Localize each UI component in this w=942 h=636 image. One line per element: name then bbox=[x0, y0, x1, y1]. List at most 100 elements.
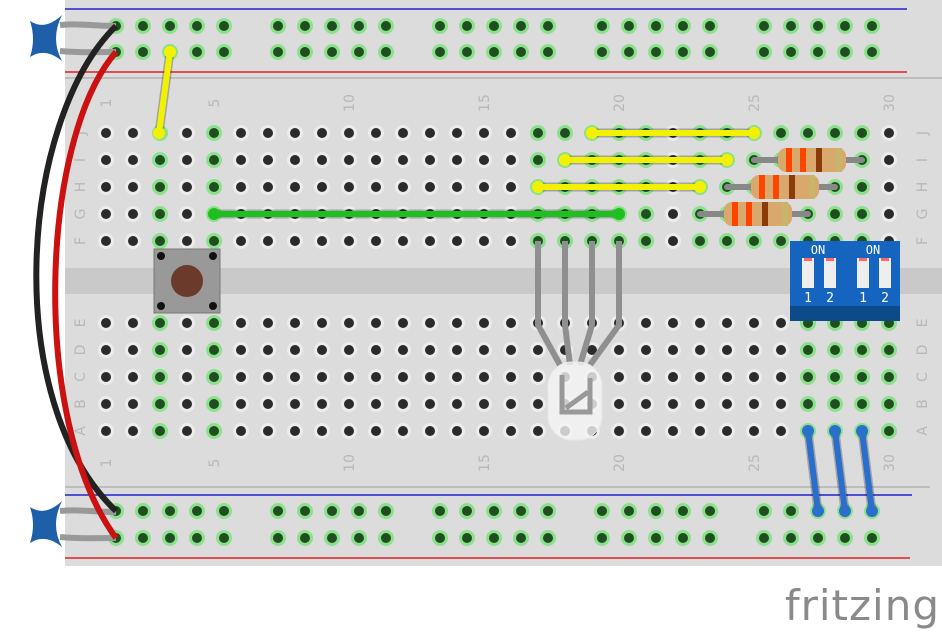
breadboard-hole bbox=[344, 372, 354, 382]
breadboard-hole bbox=[317, 128, 327, 138]
breadboard-hole bbox=[695, 345, 705, 355]
breadboard-hole bbox=[354, 47, 364, 57]
breadboard-hole bbox=[300, 47, 310, 57]
breadboard-hole bbox=[624, 533, 634, 543]
breadboard-hole bbox=[236, 182, 246, 192]
breadboard-hole bbox=[857, 182, 867, 192]
wire-end bbox=[694, 181, 706, 193]
breadboard-hole bbox=[749, 345, 759, 355]
breadboard-hole bbox=[668, 236, 678, 246]
breadboard-hole bbox=[101, 155, 111, 165]
breadboard-hole bbox=[830, 345, 840, 355]
breadboard-hole bbox=[182, 372, 192, 382]
breadboard-hole bbox=[398, 128, 408, 138]
breadboard-hole bbox=[560, 128, 570, 138]
breadboard-hole bbox=[884, 182, 894, 192]
breadboard-hole bbox=[668, 209, 678, 219]
breadboard-hole bbox=[138, 47, 148, 57]
breadboard-hole bbox=[435, 533, 445, 543]
breadboard-hole bbox=[749, 236, 759, 246]
breadboard-hole bbox=[641, 372, 651, 382]
resistor-band bbox=[746, 202, 752, 226]
blue-wire bbox=[859, 428, 875, 514]
breadboard-hole bbox=[209, 236, 219, 246]
breadboard-hole bbox=[236, 155, 246, 165]
resistor-band bbox=[809, 175, 815, 199]
breadboard-hole bbox=[614, 426, 624, 436]
breadboard-hole bbox=[506, 155, 516, 165]
column-number-label: 20 bbox=[612, 94, 628, 112]
breadboard-hole bbox=[236, 426, 246, 436]
wire-end bbox=[559, 154, 571, 166]
breadboard-hole bbox=[506, 236, 516, 246]
breadboard-hole bbox=[155, 345, 165, 355]
breadboard-hole bbox=[317, 155, 327, 165]
breadboard-hole bbox=[101, 426, 111, 436]
breadboard-hole bbox=[857, 209, 867, 219]
row-letter-label: E bbox=[73, 319, 89, 328]
column-number-label: 10 bbox=[342, 454, 358, 472]
pushbutton-cap bbox=[171, 265, 203, 297]
breadboard-hole bbox=[165, 533, 175, 543]
row-letter-label: B bbox=[73, 399, 89, 409]
breadboard-hole bbox=[425, 128, 435, 138]
breadboard-hole bbox=[830, 372, 840, 382]
breadboard-hole bbox=[543, 533, 553, 543]
wire-end bbox=[866, 505, 878, 517]
breadboard-hole bbox=[128, 399, 138, 409]
breadboard-hole bbox=[263, 155, 273, 165]
column-number-label: 20 bbox=[612, 454, 628, 472]
breadboard-hole bbox=[425, 182, 435, 192]
breadboard-hole bbox=[128, 182, 138, 192]
breadboard-hole bbox=[371, 155, 381, 165]
breadboard-hole bbox=[155, 426, 165, 436]
row-letter-label: F bbox=[915, 237, 931, 245]
breadboard-hole bbox=[479, 372, 489, 382]
breadboard-hole bbox=[327, 533, 337, 543]
resistor-band bbox=[816, 148, 822, 172]
breadboard-hole bbox=[398, 399, 408, 409]
breadboard-hole bbox=[695, 399, 705, 409]
breadboard-hole bbox=[857, 372, 867, 382]
breadboard-hole bbox=[506, 318, 516, 328]
dip-toggle bbox=[802, 258, 814, 288]
resistor-band bbox=[773, 175, 779, 199]
breadboard-hole bbox=[273, 533, 283, 543]
breadboard-hole bbox=[138, 506, 148, 516]
breadboard-hole bbox=[371, 236, 381, 246]
breadboard-hole bbox=[101, 372, 111, 382]
breadboard-hole bbox=[668, 399, 678, 409]
wire-end bbox=[802, 425, 814, 437]
breadboard-hole bbox=[101, 236, 111, 246]
breadboard-hole bbox=[128, 372, 138, 382]
breadboard-hole bbox=[128, 345, 138, 355]
dip-switch-number: 1 bbox=[859, 291, 867, 306]
row-letter-label: C bbox=[915, 372, 931, 382]
breadboard-hole bbox=[543, 47, 553, 57]
column-number-label: 25 bbox=[747, 94, 763, 112]
pushbutton-pin bbox=[209, 302, 217, 310]
breadboard-hole bbox=[101, 128, 111, 138]
row-letter-label: J bbox=[915, 131, 931, 136]
breadboard-hole bbox=[128, 236, 138, 246]
breadboard-hole bbox=[462, 533, 472, 543]
breadboard-hole bbox=[776, 345, 786, 355]
breadboard-hole bbox=[749, 372, 759, 382]
breadboard-hole bbox=[192, 506, 202, 516]
breadboard-hole bbox=[651, 533, 661, 543]
breadboard-hole bbox=[813, 47, 823, 57]
breadboard-hole bbox=[749, 318, 759, 328]
breadboard-hole bbox=[155, 155, 165, 165]
breadboard-hole bbox=[722, 345, 732, 355]
breadboard-hole bbox=[155, 236, 165, 246]
breadboard-hole bbox=[597, 47, 607, 57]
breadboard-hole bbox=[381, 47, 391, 57]
breadboard-hole bbox=[452, 182, 462, 192]
breadboard-hole bbox=[381, 506, 391, 516]
breadboard-hole bbox=[155, 372, 165, 382]
breadboard-hole bbox=[344, 236, 354, 246]
dip-toggle-mark bbox=[881, 258, 889, 261]
column-number-label: 25 bbox=[747, 454, 763, 472]
breadboard-hole bbox=[425, 236, 435, 246]
row-letter-label: G bbox=[915, 209, 931, 220]
